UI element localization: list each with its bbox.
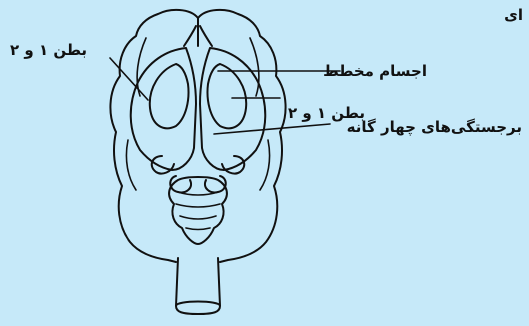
cerebrum-outline — [110, 10, 285, 262]
cerebellum-folds — [176, 192, 220, 230]
label-left-ventricles: بطن ۱ و ۲ — [10, 43, 87, 58]
right-striatum — [208, 64, 247, 128]
left-striatum — [150, 64, 189, 128]
spinal-cord — [176, 258, 220, 314]
label-striatum: اجسام مخطط — [325, 64, 427, 79]
cerebellum — [169, 177, 227, 244]
corner-text: ای — [504, 8, 523, 23]
colliculi-shape — [152, 156, 245, 192]
label-colliculi: برجستگی‌های چهار گانه — [332, 120, 522, 135]
cortex-fold — [126, 38, 269, 190]
midline-fissure — [184, 18, 212, 46]
leader-left — [110, 58, 148, 100]
